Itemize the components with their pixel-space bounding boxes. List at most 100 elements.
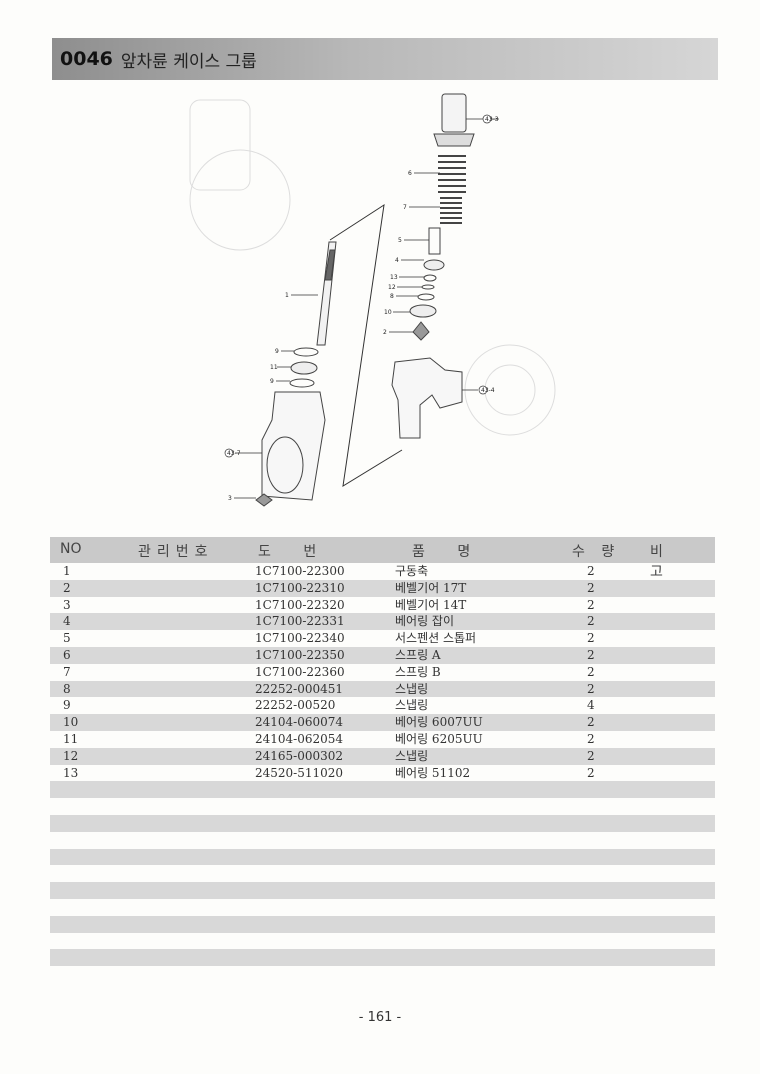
cell-part-number: 24104-060074 bbox=[255, 715, 344, 730]
cell-quantity: 2 bbox=[587, 715, 595, 730]
col-no: NO bbox=[60, 541, 82, 557]
cell-quantity: 2 bbox=[587, 748, 595, 763]
table-row: 9 22252-00520 스냅링 4 bbox=[50, 697, 715, 714]
empty-table-row bbox=[50, 848, 715, 866]
case-upper bbox=[391, 357, 463, 439]
cell-part-number: 22252-00520 bbox=[255, 698, 336, 713]
group-title: 앞차륜 케이스 그룹 bbox=[120, 51, 257, 72]
table-row: 2 1C7100-22310 베벨기어 17T 2 bbox=[50, 579, 715, 597]
col-mgmt-number: 관리번호 bbox=[138, 544, 214, 560]
cell-part-number: 1C7100-22300 bbox=[255, 564, 345, 578]
drive-shaft bbox=[316, 241, 337, 346]
callout-9b: 9 bbox=[270, 378, 274, 385]
cell-quantity: 2 bbox=[587, 597, 595, 612]
cell-no: 4 bbox=[63, 614, 71, 629]
cell-part-name: 베어링 잡이 bbox=[395, 614, 455, 629]
callout-43-7: 43-7 bbox=[227, 450, 241, 457]
empty-table-row bbox=[50, 882, 715, 899]
callout-11: 11 bbox=[270, 364, 278, 371]
cell-part-number: 22252-000451 bbox=[255, 681, 344, 696]
cell-part-name: 스냅링 bbox=[395, 698, 429, 713]
case-lower bbox=[261, 391, 326, 501]
stopper-part bbox=[428, 227, 441, 255]
cell-no: 5 bbox=[63, 631, 71, 646]
callout-2: 2 bbox=[383, 329, 387, 336]
callout-10: 10 bbox=[384, 309, 392, 316]
snap-ring-9a bbox=[293, 347, 319, 357]
cell-no: 13 bbox=[63, 765, 79, 780]
cell-part-name: 베벨기어 17T bbox=[395, 580, 467, 595]
cell-quantity: 2 bbox=[587, 647, 595, 662]
cap-part bbox=[433, 93, 475, 147]
cell-part-number: 1C7100-22331 bbox=[255, 614, 345, 629]
empty-table-row bbox=[50, 899, 715, 916]
cell-quantity: 2 bbox=[587, 765, 595, 780]
cell-quantity: 2 bbox=[587, 614, 595, 629]
cell-part-name: 스냅링 bbox=[395, 681, 429, 696]
callout-1: 1 bbox=[285, 292, 289, 299]
cell-no: 6 bbox=[63, 647, 71, 662]
col-quantity: 수 량 bbox=[572, 544, 621, 560]
bearing-6205 bbox=[290, 361, 318, 375]
cell-part-name: 베어링 6007UU bbox=[395, 715, 483, 730]
assembly-line bbox=[329, 203, 403, 487]
cell-part-name: 베벨기어 14T bbox=[395, 597, 467, 612]
callout-9a: 9 bbox=[275, 348, 279, 355]
col-part-number: 도 번 bbox=[258, 544, 331, 560]
callout-6: 6 bbox=[408, 170, 412, 177]
bevel-gear-17t bbox=[412, 321, 430, 341]
cell-no: 2 bbox=[63, 580, 71, 595]
cell-part-number: 24165-000302 bbox=[255, 748, 344, 763]
background-housing-drawing bbox=[189, 99, 556, 436]
cell-no: 10 bbox=[63, 715, 79, 730]
table-header: NO 관리번호 도 번 품 명 수 량 비 고 bbox=[50, 537, 715, 580]
section-title-bar: 0046 앞차륜 케이스 그룹 bbox=[52, 38, 718, 80]
empty-table-row bbox=[50, 949, 715, 967]
table-row: 13 24520-511020 베어링 51102 2 bbox=[50, 765, 715, 782]
cell-quantity: 2 bbox=[587, 731, 595, 746]
cell-no: 12 bbox=[63, 748, 79, 763]
table-row: 3 1C7100-22320 베벨기어 14T 2 bbox=[50, 597, 715, 614]
callout-7: 7 bbox=[403, 204, 407, 211]
spring-b bbox=[440, 197, 462, 224]
cell-quantity: 2 bbox=[587, 631, 595, 646]
callout-3: 3 bbox=[228, 495, 232, 502]
cell-part-name: 베어링 51102 bbox=[395, 765, 471, 780]
cell-part-number: 24520-511020 bbox=[255, 765, 344, 780]
empty-table-row bbox=[50, 832, 715, 849]
snap-ring-12 bbox=[421, 284, 435, 290]
callout-13: 13 bbox=[390, 274, 398, 281]
col-part-name: 품 명 bbox=[412, 544, 485, 560]
table-row: 4 1C7100-22331 베어링 잡이 2 bbox=[50, 613, 715, 631]
empty-table-row bbox=[50, 798, 715, 815]
cell-part-number: 1C7100-22310 bbox=[255, 580, 345, 595]
col-remark: 비 고 bbox=[650, 544, 677, 580]
empty-table-row bbox=[50, 933, 715, 950]
snap-ring-9b bbox=[289, 378, 315, 388]
group-code: 0046 bbox=[60, 48, 113, 70]
bearing-6007 bbox=[409, 304, 437, 318]
cell-part-number: 1C7100-22320 bbox=[255, 597, 345, 612]
callout-43-3: 43-3 bbox=[485, 116, 499, 123]
cell-no: 3 bbox=[63, 597, 71, 612]
callout-8: 8 bbox=[390, 293, 394, 300]
cell-quantity: 2 bbox=[587, 664, 595, 679]
cell-part-number: 1C7100-22350 bbox=[255, 647, 345, 662]
callout-43-4: 43-4 bbox=[481, 387, 495, 394]
cell-no: 11 bbox=[63, 731, 79, 746]
cell-no: 8 bbox=[63, 681, 71, 696]
cell-part-name: 구동축 bbox=[395, 564, 429, 578]
exploded-parts-diagram: 43-3 6 7 5 4 13 12 8 10 2 43-4 1 9 11 9 … bbox=[189, 93, 556, 507]
cell-part-name: 서스펜션 스톱퍼 bbox=[395, 631, 477, 646]
cell-quantity: 2 bbox=[587, 564, 595, 578]
cell-no: 9 bbox=[63, 698, 71, 713]
table-row: 10 24104-060074 베어링 6007UU 2 bbox=[50, 714, 715, 731]
empty-table-row bbox=[50, 814, 715, 832]
cell-quantity: 2 bbox=[587, 580, 595, 595]
cell-quantity: 4 bbox=[587, 698, 595, 713]
